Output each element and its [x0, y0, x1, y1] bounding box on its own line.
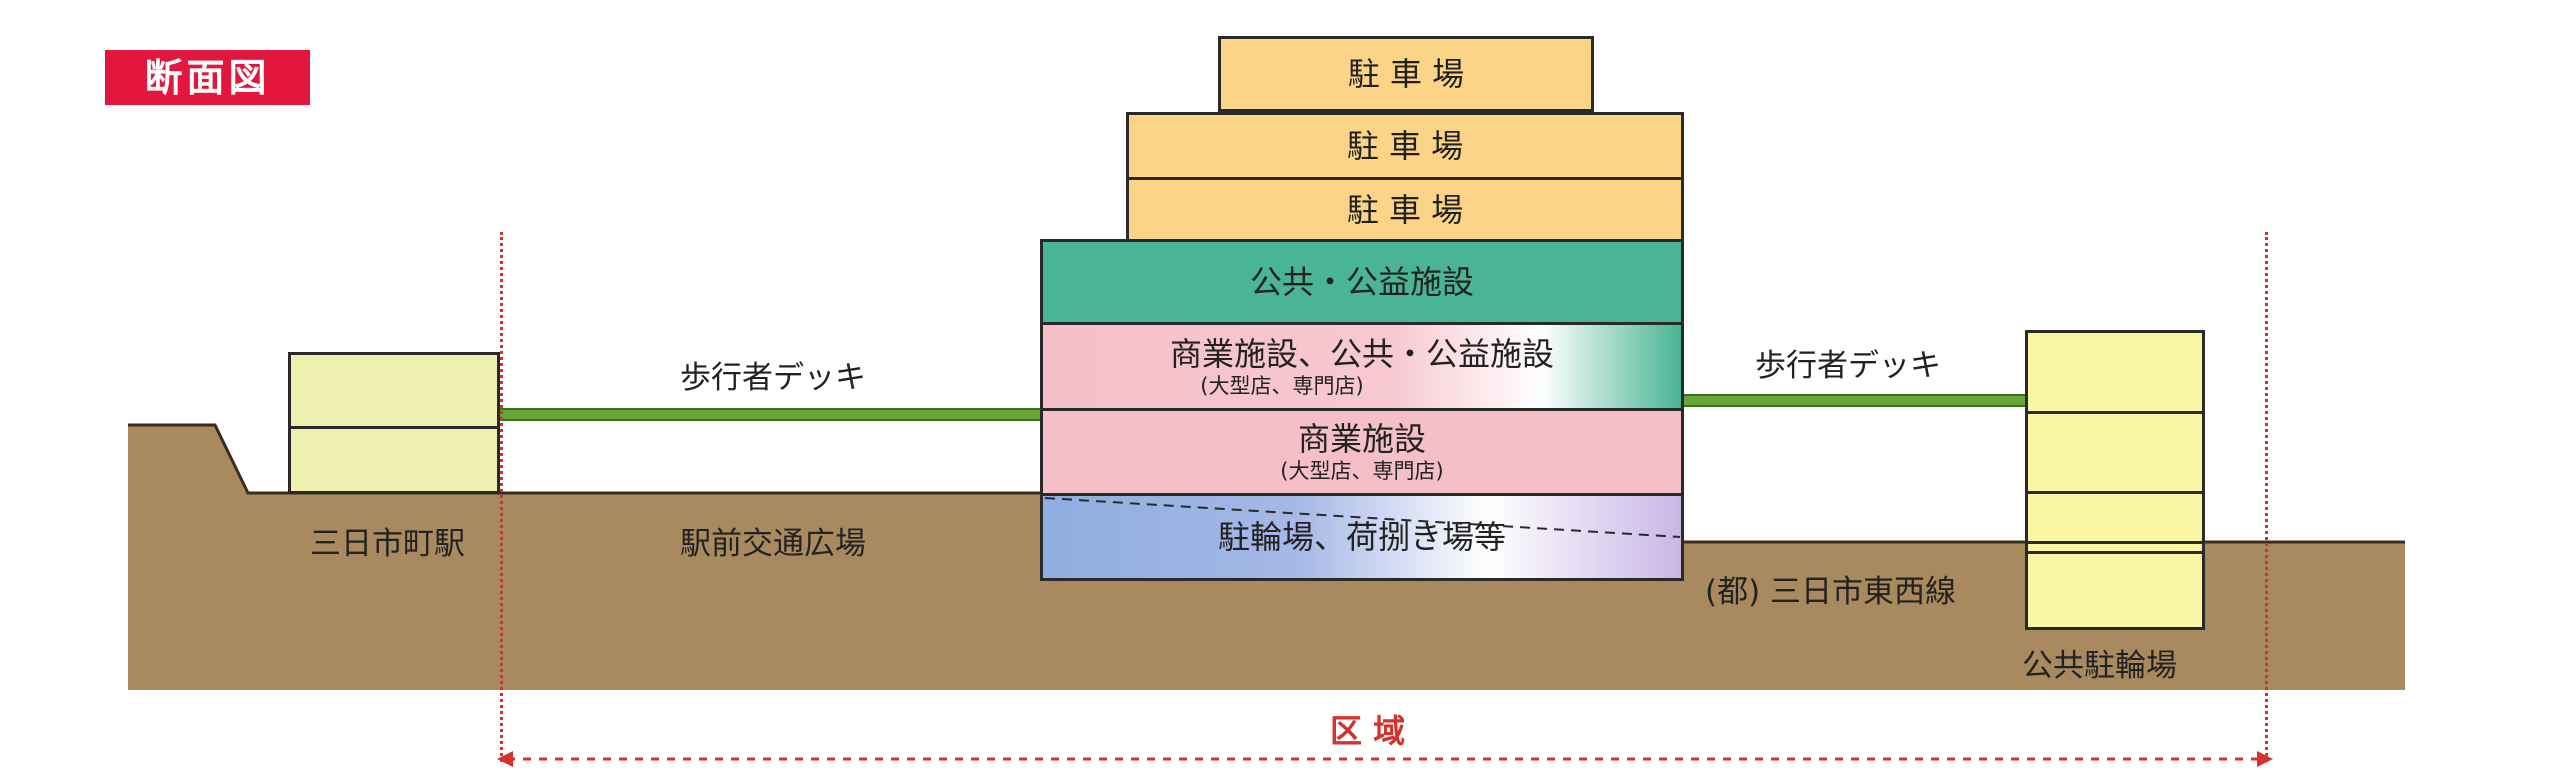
parking-floor-top: 駐 車 場	[1218, 36, 1594, 112]
ground-top-edge	[128, 423, 1040, 495]
basement-floor: 駐輪場、荷捌き場等	[1040, 493, 1684, 581]
plaza-label: 駅前交通広場	[680, 526, 866, 562]
station-label: 三日市町駅	[310, 526, 465, 562]
pedestrian-deck-right	[1680, 394, 2025, 407]
basement-dashed-line	[1044, 497, 1681, 538]
pedestrian-deck-left	[500, 408, 1040, 421]
section-title: 断面図	[105, 50, 310, 105]
area-arrow	[497, 751, 2273, 767]
commercial-sublabel: (大型店、専門店)	[1280, 459, 1444, 483]
mixed-use-floor: 商業施設、公共・公益施設 (大型店、専門店)	[1040, 322, 1684, 411]
commercial-label: 商業施設	[1297, 420, 1426, 458]
parking-floor-middle: 駐 車 場	[1126, 112, 1684, 180]
tower-floor-divider	[2028, 551, 2202, 554]
parking-floor-bottom: 駐 車 場	[1126, 177, 1684, 242]
area-boundary-right	[2265, 232, 2268, 762]
ground-shape	[128, 425, 2405, 690]
parking-floor-label: 駐 車 場	[1347, 55, 1465, 93]
area-boundary-left	[500, 232, 503, 762]
tower-floor-divider	[2028, 491, 2202, 494]
mixed-use-label: 商業施設、公共・公益施設	[1169, 334, 1554, 373]
station-floor-divider	[291, 426, 497, 429]
commercial-floor: 商業施設 (大型店、専門店)	[1040, 408, 1684, 496]
pedestrian-deck-right-label: 歩行者デッキ	[1755, 348, 1941, 384]
area-label: 区 域	[1330, 712, 1406, 750]
bike-parking-tower	[2025, 330, 2205, 630]
tower-floor-divider	[2028, 541, 2202, 544]
tower-floor-divider	[2028, 411, 2202, 414]
public-facility-floor: 公共・公益施設	[1040, 239, 1684, 325]
mixed-use-sublabel: (大型店、専門店)	[1200, 373, 1364, 398]
station-building	[288, 352, 500, 494]
parking-floor-label: 駐 車 場	[1346, 190, 1464, 229]
public-facility-label: 公共・公益施設	[1249, 263, 1474, 301]
bike-parking-label: 公共駐輪場	[2022, 648, 2177, 684]
parking-floor-label: 駐 車 場	[1346, 127, 1464, 165]
pedestrian-deck-left-label: 歩行者デッキ	[680, 360, 866, 396]
road-label: (都) 三日市東西線	[1705, 574, 1957, 610]
